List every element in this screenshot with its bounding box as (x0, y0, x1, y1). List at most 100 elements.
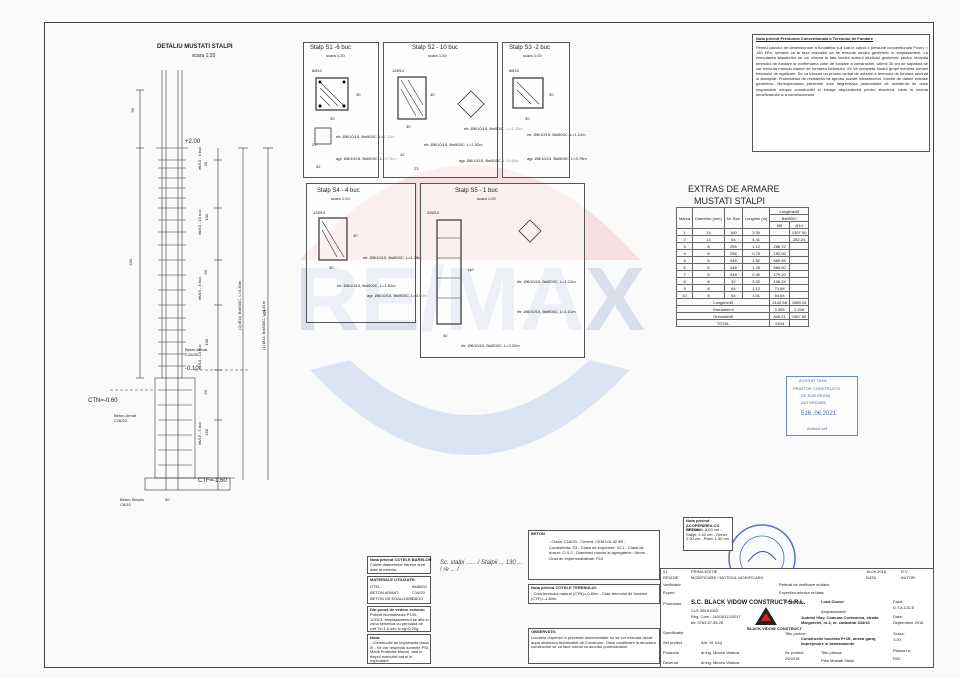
extras-cell: 106.24 (769, 277, 790, 285)
extras-cell (769, 228, 790, 236)
s4-bars: 12Ø14 (313, 210, 326, 215)
tb-rev-h4: AUTOR (901, 575, 915, 580)
title-block: 01 PRIMA EDITIE 18.09.2018 R.V REVIZIE M… (660, 568, 934, 668)
tb-n1: Arh. M. Kiuj (701, 640, 722, 645)
extras-cell: 448 (723, 270, 743, 278)
extras-sum-cell (788, 319, 810, 327)
tb-desenat: Desenat (663, 660, 678, 665)
dim-330: 330 (128, 258, 134, 266)
tb-n3: dr.ing. Mircea Vaduva (701, 660, 740, 665)
tb-plansa-nr-lbl: Plansa nr: (893, 648, 912, 653)
extras-cell: 8 (675, 277, 694, 285)
materials-box: MATERIALE UTILIZATE: OTEL: Bst500C BETON… (367, 576, 431, 604)
s2-d42: 42 (400, 152, 405, 157)
materials-title: MATERIALE UTILIZATE: (370, 577, 416, 582)
extras-cell: 256 (723, 242, 743, 250)
tb-rev-n: R.V (901, 569, 908, 574)
section-s2: Stalp S2 - 10 buc scara 1:20 12Ø14 40 30… (383, 42, 523, 178)
extras-cell: 8 (692, 284, 725, 292)
general-note-title: Nota: (370, 635, 381, 640)
extras-cell: 5 (675, 256, 694, 264)
extras-cell (788, 242, 810, 250)
section-s3: Stalp S3 -2 buc scara 1:20 8Ø14 30 30 et… (502, 42, 587, 178)
extras-head-diam: Diametru (mm) (692, 207, 725, 229)
extras-cell (788, 249, 810, 257)
s2-dim-30: 30 (406, 124, 411, 129)
s1-etr: etr. Ø8/10/15, Bst500C, L=1.12m (336, 134, 395, 139)
s1-d23: 23 (312, 142, 317, 147)
s5-cross-section (436, 219, 462, 325)
s1-agr: agr. Ø8/10/15, Bst500C, L=0.75m (336, 156, 396, 161)
stirrup-label-2: ett/10 - 10 buc (197, 209, 202, 235)
tb-amplas-lbl: Amplasament: (821, 609, 847, 614)
tb-titlu: Constructie locuinta P+1E, anexa garaj, … (801, 636, 877, 646)
tb-cui: CUI: 38161063 (691, 608, 718, 613)
detail-title: DETALIU MUSTATI STALPI (157, 44, 233, 50)
tb-exp-ref: Expertiza tehnica nr/data: (779, 590, 825, 595)
sheet-frame (44, 22, 934, 668)
dim-150: 150 (204, 428, 210, 436)
extras-cell: 3.32 (741, 277, 771, 285)
extras-cell: 1.52 (741, 256, 771, 264)
extras-sum-label: Greutate/ml (675, 305, 771, 313)
extras-cell: 64 (723, 235, 743, 243)
tb-expert: Expert (663, 590, 675, 595)
dim-95: 95 (129, 108, 135, 113)
tb-proiectat: Proiectat (663, 650, 679, 655)
tb-ref: Referat de verificare nr/data: (779, 582, 830, 587)
s5-stirrup-shape (518, 219, 542, 243)
tb-nr: 25/2018 (785, 656, 800, 661)
beton-armat-label: Beton Armat C20/25 (185, 347, 208, 357)
beton-simplu-label: Beton Simplu C8/10 (120, 497, 144, 507)
extras-title: EXTRAS DE ARMARE (688, 184, 780, 194)
stamp-line-2: PRIVITOR CONSTRUCTII (793, 386, 841, 391)
dim-50b: 50 (202, 390, 208, 395)
s3-bars: 8Ø14 (509, 68, 519, 73)
s5-dim-30: 30 (443, 333, 448, 338)
dim-40: 40 (202, 162, 208, 167)
materials-k2: BETON ARMAT: (370, 590, 399, 595)
extras-cell: 680.96 (769, 256, 790, 264)
foundation-note-title: Nota privind Presiunea Conventionala a T… (756, 36, 874, 41)
stamp-line-1: ACHITAT TAXA (799, 378, 827, 383)
s4-cross-section (318, 217, 348, 261)
extras-cell: 286.72 (769, 242, 790, 250)
column-detail-drawing (110, 70, 273, 491)
extras-cell: 64 (723, 284, 743, 292)
seismic-title: Din punct de vedere seismic: (370, 607, 426, 612)
extras-sum-cell: 1557.85 (788, 312, 810, 320)
materials-v2: C16/20 (412, 590, 425, 595)
concrete-cover-body: - Fundatii: 5.00 cm - Stalpi: 3.50 cm - … (686, 527, 729, 542)
s2-bars: 12Ø14 (392, 68, 405, 73)
extras-cell: 8 (692, 256, 725, 264)
stirrup-label-4: ett/10 - 10 buc (197, 344, 202, 370)
observations-body: Lucrarile cuprinse in prezenta documenta… (531, 635, 656, 650)
extras-cell: 8 (692, 270, 725, 278)
tb-tel: tel: 0763.67.55.28 (691, 620, 724, 625)
s4-title: Stalp S4 - 4 buc (317, 188, 360, 194)
section-s1: Stalp S1 -6 buc scara 1:20 8Ø14 30 30 et… (303, 42, 396, 178)
tb-beneficiar-lbl: Beneficiar: (785, 599, 804, 604)
s2-d23: 23 (414, 166, 419, 171)
s2-etr2: etr. Ø8/10/15, Bst500C, L=1.52m (424, 142, 483, 147)
s2-etr: etr. Ø8/10/15, Bst500C, L=1.25m (464, 126, 523, 131)
note-bars-body: Cotele diametrelor barelor sunt date la … (370, 562, 425, 572)
materials-k3: BETON DE EGALIZARE: (370, 596, 416, 601)
stirrup-label-1: ett/10 - 3 buc (197, 146, 202, 170)
authorization-stamp: ACHITAT TAXA PRIVITOR CONSTRUCTII DE SUB… (786, 376, 858, 436)
s3-dim-30b: 30 (549, 92, 554, 97)
s1-dim-30b: 30 (356, 92, 361, 97)
s1-dim-30: 30 (330, 116, 335, 121)
stamp-line-5: 516 .06.2021 (801, 411, 837, 417)
tb-proiectant: S.C. BLACK VIDOW CONSTRUCT S.R.L. (691, 600, 806, 606)
